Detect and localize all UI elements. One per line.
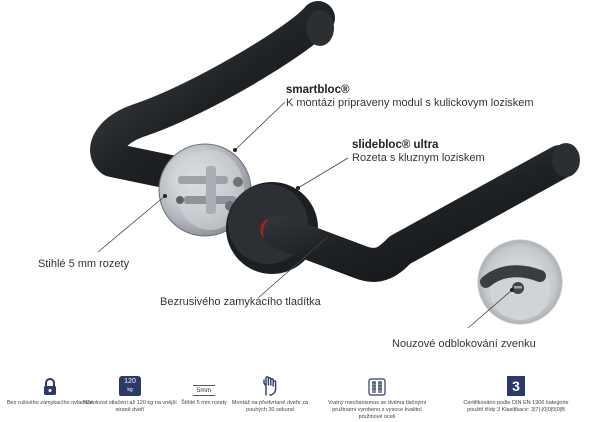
smartbloc-text: K montázi pripraveny modul s kulickovym …	[286, 97, 534, 109]
hand-icon	[263, 376, 277, 396]
thickness-icon: 5mm	[192, 385, 216, 396]
callout-smartbloc: smartbloc® K montázi pripraveny modul s …	[286, 84, 534, 110]
left-handle-end-cap	[306, 10, 334, 46]
slidebloc-title: slidebloc® ultra	[352, 139, 439, 151]
callout-emergency: Nouzové odblokování zvenku	[392, 338, 536, 351]
button-text: Bezrusivého zamykacího tladítka	[160, 296, 321, 308]
emergency-text: Nouzové odblokování zvenku	[392, 338, 536, 350]
right-handle	[263, 143, 580, 282]
feature-text: Štíhlé 5 mm rozety	[181, 400, 227, 406]
class-icon: 3	[507, 376, 525, 396]
feature-certification: 3 Certifikováno podle DIN EN 1906 katego…	[456, 374, 576, 414]
thickness-value: 5mm	[196, 387, 212, 394]
feature-install: Montáž na předvrtané dveře za pouhých 30…	[222, 374, 318, 414]
feature-text: Bez rušivého zamykacího ovladače	[6, 400, 94, 406]
lock-icon	[44, 378, 56, 395]
feature-text: Montáž na předvrtané dveře za pouhých 30…	[231, 400, 309, 413]
callout-slidebloc: slidebloc® ultra Rozeta s kluznym lozisk…	[352, 139, 485, 165]
rosette-text: Stihlé 5 mm rozety	[38, 258, 130, 270]
feature-slim-rosette: 5mm Štíhlé 5 mm rozety	[156, 374, 252, 407]
leader-dot	[296, 186, 300, 190]
feature-text: *Odolnost stlačení až 120 kg na vnější s…	[83, 400, 177, 413]
weight-icon: 120 kg	[119, 376, 141, 396]
slidebloc-text: Rozeta s kluznym loziskem	[352, 152, 485, 164]
leader-dot	[510, 288, 514, 292]
leader-dot	[163, 194, 167, 198]
feature-springs: Vratný mechanismus se dvěma tlačnými pru…	[327, 374, 427, 421]
feature-no-lock-knob: Bez rušivého zamykacího ovladače	[2, 374, 98, 407]
callout-rosette: Stihlé 5 mm rozety	[38, 258, 129, 271]
leader-lines	[97, 101, 513, 329]
emergency-inset	[477, 239, 563, 325]
spring-icon	[368, 378, 386, 396]
weight-value: 120	[124, 378, 136, 385]
handle-illustration	[90, 1, 580, 329]
mechanism	[158, 143, 252, 237]
feature-text: Vratný mechanismus se dvěma tlačnými pru…	[327, 400, 427, 420]
class-value: 3	[512, 378, 520, 394]
weight-unit: kg	[127, 387, 133, 393]
callout-button: Bezrusivého zamykacího tladítka	[160, 296, 321, 309]
feature-load: 120 kg *Odolnost stlačení až 120 kg na v…	[82, 374, 178, 414]
feature-text: Certifikováno podle DIN EN 1906 kategori…	[463, 400, 569, 413]
right-handle-end-cap	[552, 143, 580, 177]
smartbloc-title: smartbloc®	[286, 84, 350, 96]
leader-dot	[328, 233, 332, 237]
left-handle	[90, 1, 335, 189]
leader-dot	[233, 148, 237, 152]
